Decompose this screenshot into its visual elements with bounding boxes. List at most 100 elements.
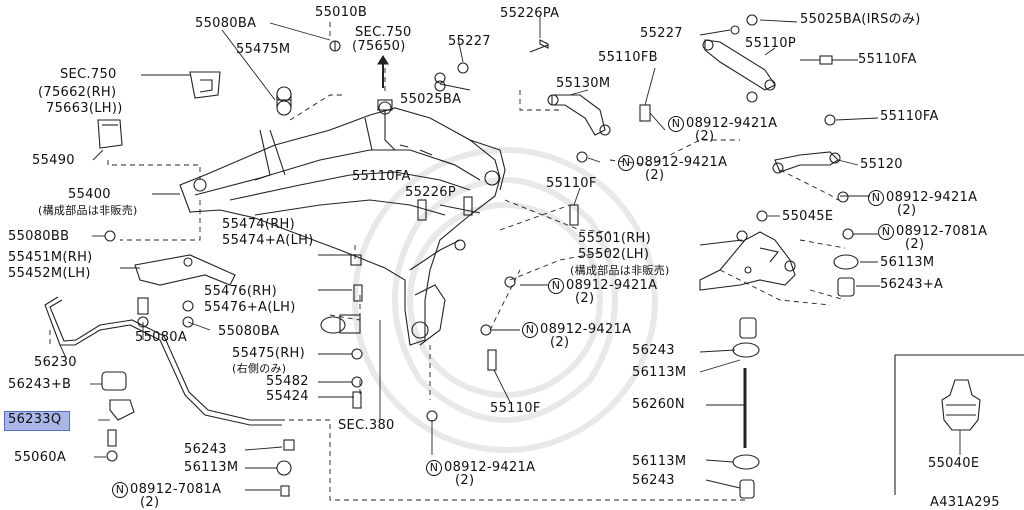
part-55080A[interactable]: 55080A	[135, 330, 188, 345]
part-55227-a[interactable]: 55227	[448, 34, 491, 49]
part-56233Q[interactable]: 56233Q	[8, 412, 62, 427]
part-55040E[interactable]: 55040E	[928, 456, 980, 471]
sec-750-top[interactable]: SEC.750	[355, 25, 412, 40]
part-55120[interactable]: 55120	[860, 157, 903, 172]
part-55226P[interactable]: 55226P	[405, 185, 456, 200]
stabilizer-bar	[44, 296, 282, 462]
part-56243-m1[interactable]: 56243	[632, 343, 675, 358]
n-mark-icon: N	[668, 116, 684, 132]
part-55452M[interactable]: 55452M(LH)	[8, 266, 91, 281]
part-55226PA[interactable]: 55226PA	[500, 6, 560, 21]
n-mark-icon: N	[522, 322, 538, 338]
part-55080BA-bot[interactable]: 55080BA	[218, 324, 280, 339]
part-55424[interactable]: 55424	[266, 389, 309, 404]
center-studs	[276, 196, 516, 497]
n-mark-icon: N	[868, 190, 884, 206]
part-56260N[interactable]: 56260N	[632, 397, 685, 412]
watermark	[352, 147, 658, 453]
nut-label: 08912-9421A	[566, 278, 658, 293]
part-56243A-right[interactable]: 56243+A	[880, 277, 944, 292]
part-55110FA-right[interactable]: 55110FA	[858, 52, 917, 67]
part-55475-rh[interactable]: 55475(RH)	[232, 346, 306, 361]
part-55490[interactable]: 55490	[32, 153, 75, 168]
sec-750-top-sub: (75650)	[352, 39, 406, 54]
part-55130M[interactable]: 55130M	[556, 76, 611, 91]
n-mark-icon: N	[878, 224, 894, 240]
part-55451M[interactable]: 55451M(RH)	[8, 250, 93, 265]
part-55476-rh[interactable]: 55476(RH)	[204, 284, 278, 299]
mount-bushings	[276, 39, 549, 116]
nut-label: 08912-9421A	[686, 116, 778, 131]
sec-750-left[interactable]: SEC.750	[60, 67, 117, 82]
part-55476-lh[interactable]: 55476+A(LH)	[204, 300, 296, 315]
part-56243-b2[interactable]: 56243	[632, 473, 675, 488]
part-55474-rh[interactable]: 55474(RH)	[222, 217, 296, 232]
leader-dashes	[49, 22, 846, 501]
n-mark-icon: N	[548, 278, 564, 294]
part-55227-b[interactable]: 55227	[640, 26, 683, 41]
part-55502-lh[interactable]: 55502(LH)	[578, 247, 650, 262]
nut-label: 08912-9421A	[540, 322, 632, 337]
part-56230[interactable]: 56230	[34, 355, 77, 370]
part-55482[interactable]: 55482	[266, 374, 309, 389]
part-55110FA-center[interactable]: 55110FA	[352, 169, 411, 184]
part-56113M-r1[interactable]: 56113M	[880, 255, 935, 270]
diagram-id: A431A295	[930, 495, 1000, 510]
part-56113M-m1[interactable]: 56113M	[632, 365, 687, 380]
part-55110FB[interactable]: 55110FB	[598, 50, 658, 65]
n-mark-icon: N	[112, 482, 128, 498]
n-mark-icon: N	[426, 460, 442, 476]
part-55501-note: (構成部品は非販売)	[570, 264, 670, 277]
part-56113M-b2[interactable]: 56113M	[632, 454, 687, 469]
part-55474-lh[interactable]: 55474+A(LH)	[222, 233, 314, 248]
part-56243-b1[interactable]: 56243	[184, 442, 227, 457]
part-55501-rh[interactable]: 55501(RH)	[578, 231, 652, 246]
part-55400[interactable]: 55400	[68, 187, 111, 202]
nut-08912-7081A-bottom-qty: (2)	[140, 495, 160, 510]
left-brackets	[97, 71, 236, 328]
part-56243B[interactable]: 56243+B	[8, 377, 72, 392]
part-55045E[interactable]: 55045E	[782, 209, 834, 224]
nut-label: 08912-9421A	[886, 190, 978, 205]
nut-label: 08912-9421A	[444, 460, 536, 475]
nut-08912-9421A-2-qty: (2)	[645, 168, 665, 183]
leader-lines	[59, 15, 961, 491]
part-55060A[interactable]: 55060A	[14, 450, 67, 465]
part-55110FA-r2[interactable]: 55110FA	[880, 109, 939, 124]
nut-label: 08912-9421A	[636, 155, 728, 170]
part-55080BA-top[interactable]: 55080BA	[195, 16, 257, 31]
sec-750-left-lh: 75663(LH))	[46, 101, 123, 116]
sec-750-left-rh: (75662(RH)	[38, 85, 117, 100]
part-55110F-bot[interactable]: 55110F	[490, 401, 541, 416]
sec-380[interactable]: SEC.380	[338, 418, 395, 433]
part-56113M-b1[interactable]: 56113M	[184, 460, 239, 475]
selected-part-highlight	[4, 411, 70, 431]
nut-08912-9421A-4-qty: (2)	[575, 291, 595, 306]
nut-label: 08912-7081A	[896, 224, 988, 239]
part-55025BA-irs[interactable]: 55025BA(IRSのみ)	[800, 12, 921, 27]
clip-inset	[894, 354, 1024, 495]
nut-label: 08912-7081A	[130, 482, 222, 497]
nut-08912-9421A-5-qty: (2)	[550, 335, 570, 350]
part-55025BA-mid[interactable]: 55025BA	[400, 92, 462, 107]
right-column-parts	[732, 254, 859, 499]
subframe	[179, 101, 506, 346]
nut-08912-9421A-3-qty: (2)	[897, 203, 917, 218]
part-55400-note: (構成部品は非販売)	[38, 204, 138, 217]
part-55110P[interactable]: 55110P	[745, 36, 796, 51]
part-55010B[interactable]: 55010B	[315, 5, 368, 20]
nut-08912-9421A-1-qty: (2)	[695, 129, 715, 144]
part-55110F-mid[interactable]: 55110F	[546, 176, 597, 191]
part-55475M[interactable]: 55475M	[236, 42, 291, 57]
part-55080BB[interactable]: 55080BB	[8, 229, 70, 244]
